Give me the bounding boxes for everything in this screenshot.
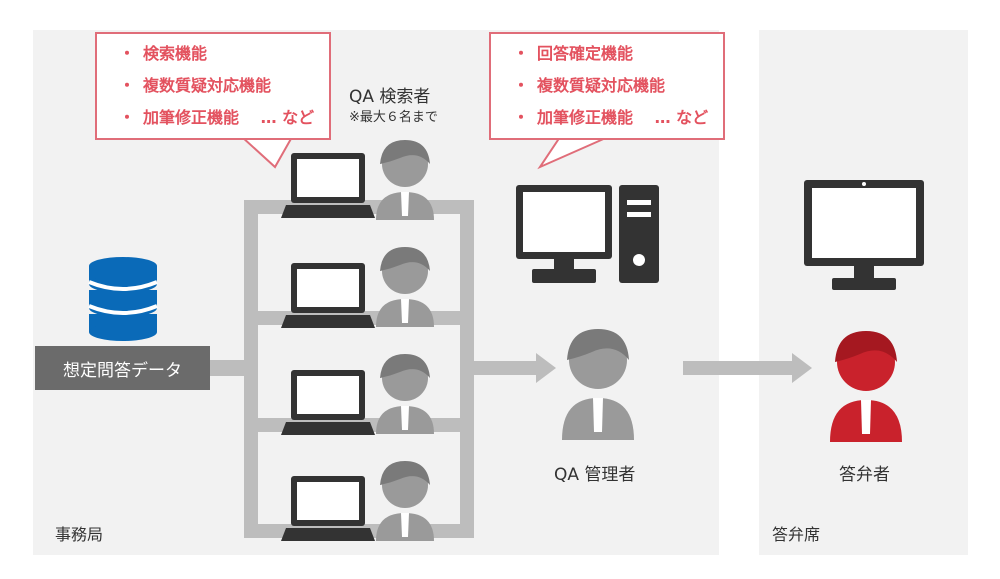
database-icon xyxy=(89,257,157,341)
manager-person-icon xyxy=(562,329,634,440)
search-team-note: ※最大６名まで xyxy=(349,110,438,125)
search-team-title: QA 検索者 xyxy=(349,87,431,107)
person-icon xyxy=(376,140,434,220)
person-icon xyxy=(376,247,434,327)
answer-seat-area xyxy=(759,30,968,555)
arrow-to-manager xyxy=(536,353,556,383)
laptop-icon xyxy=(281,153,375,218)
feature-item: ・加筆修正機能 … など xyxy=(513,108,709,127)
desktop-monitor-icon xyxy=(516,185,612,283)
respondent-label: 答弁者 xyxy=(839,465,890,485)
callout-manager-features: ・回答確定機能 ・複数質疑対応機能 ・加筆修正機能 … など xyxy=(489,32,725,140)
answer-seat-area-label: 答弁席 xyxy=(772,525,821,544)
office-area-label: 事務局 xyxy=(55,525,104,544)
database-label: 想定問答データ xyxy=(35,346,210,390)
feature-item: ・加筆修正機能 … など xyxy=(119,108,315,127)
arrow-to-respondent xyxy=(683,353,812,383)
callout-manager-tail xyxy=(537,136,609,170)
pc-tower-icon xyxy=(619,185,659,283)
connector-network xyxy=(210,200,536,538)
person-icon xyxy=(376,354,434,434)
laptop-icon xyxy=(281,263,375,328)
laptop-icon xyxy=(281,476,375,541)
feature-item: ・複数質疑対応機能 xyxy=(513,76,666,95)
person-icon xyxy=(376,461,434,541)
manager-label: QA 管理者 xyxy=(554,465,636,485)
feature-item: ・検索機能 xyxy=(119,44,208,63)
feature-item: ・回答確定機能 xyxy=(513,44,634,63)
feature-item: ・複数質疑対応機能 xyxy=(119,76,272,95)
callout-search-tail xyxy=(239,136,294,169)
respondent-person-icon xyxy=(830,331,902,442)
laptop-icon xyxy=(281,370,375,435)
callout-search-features: ・検索機能 ・複数質疑対応機能 ・加筆修正機能 … など xyxy=(95,32,331,140)
respondent-monitor-icon xyxy=(804,180,924,290)
